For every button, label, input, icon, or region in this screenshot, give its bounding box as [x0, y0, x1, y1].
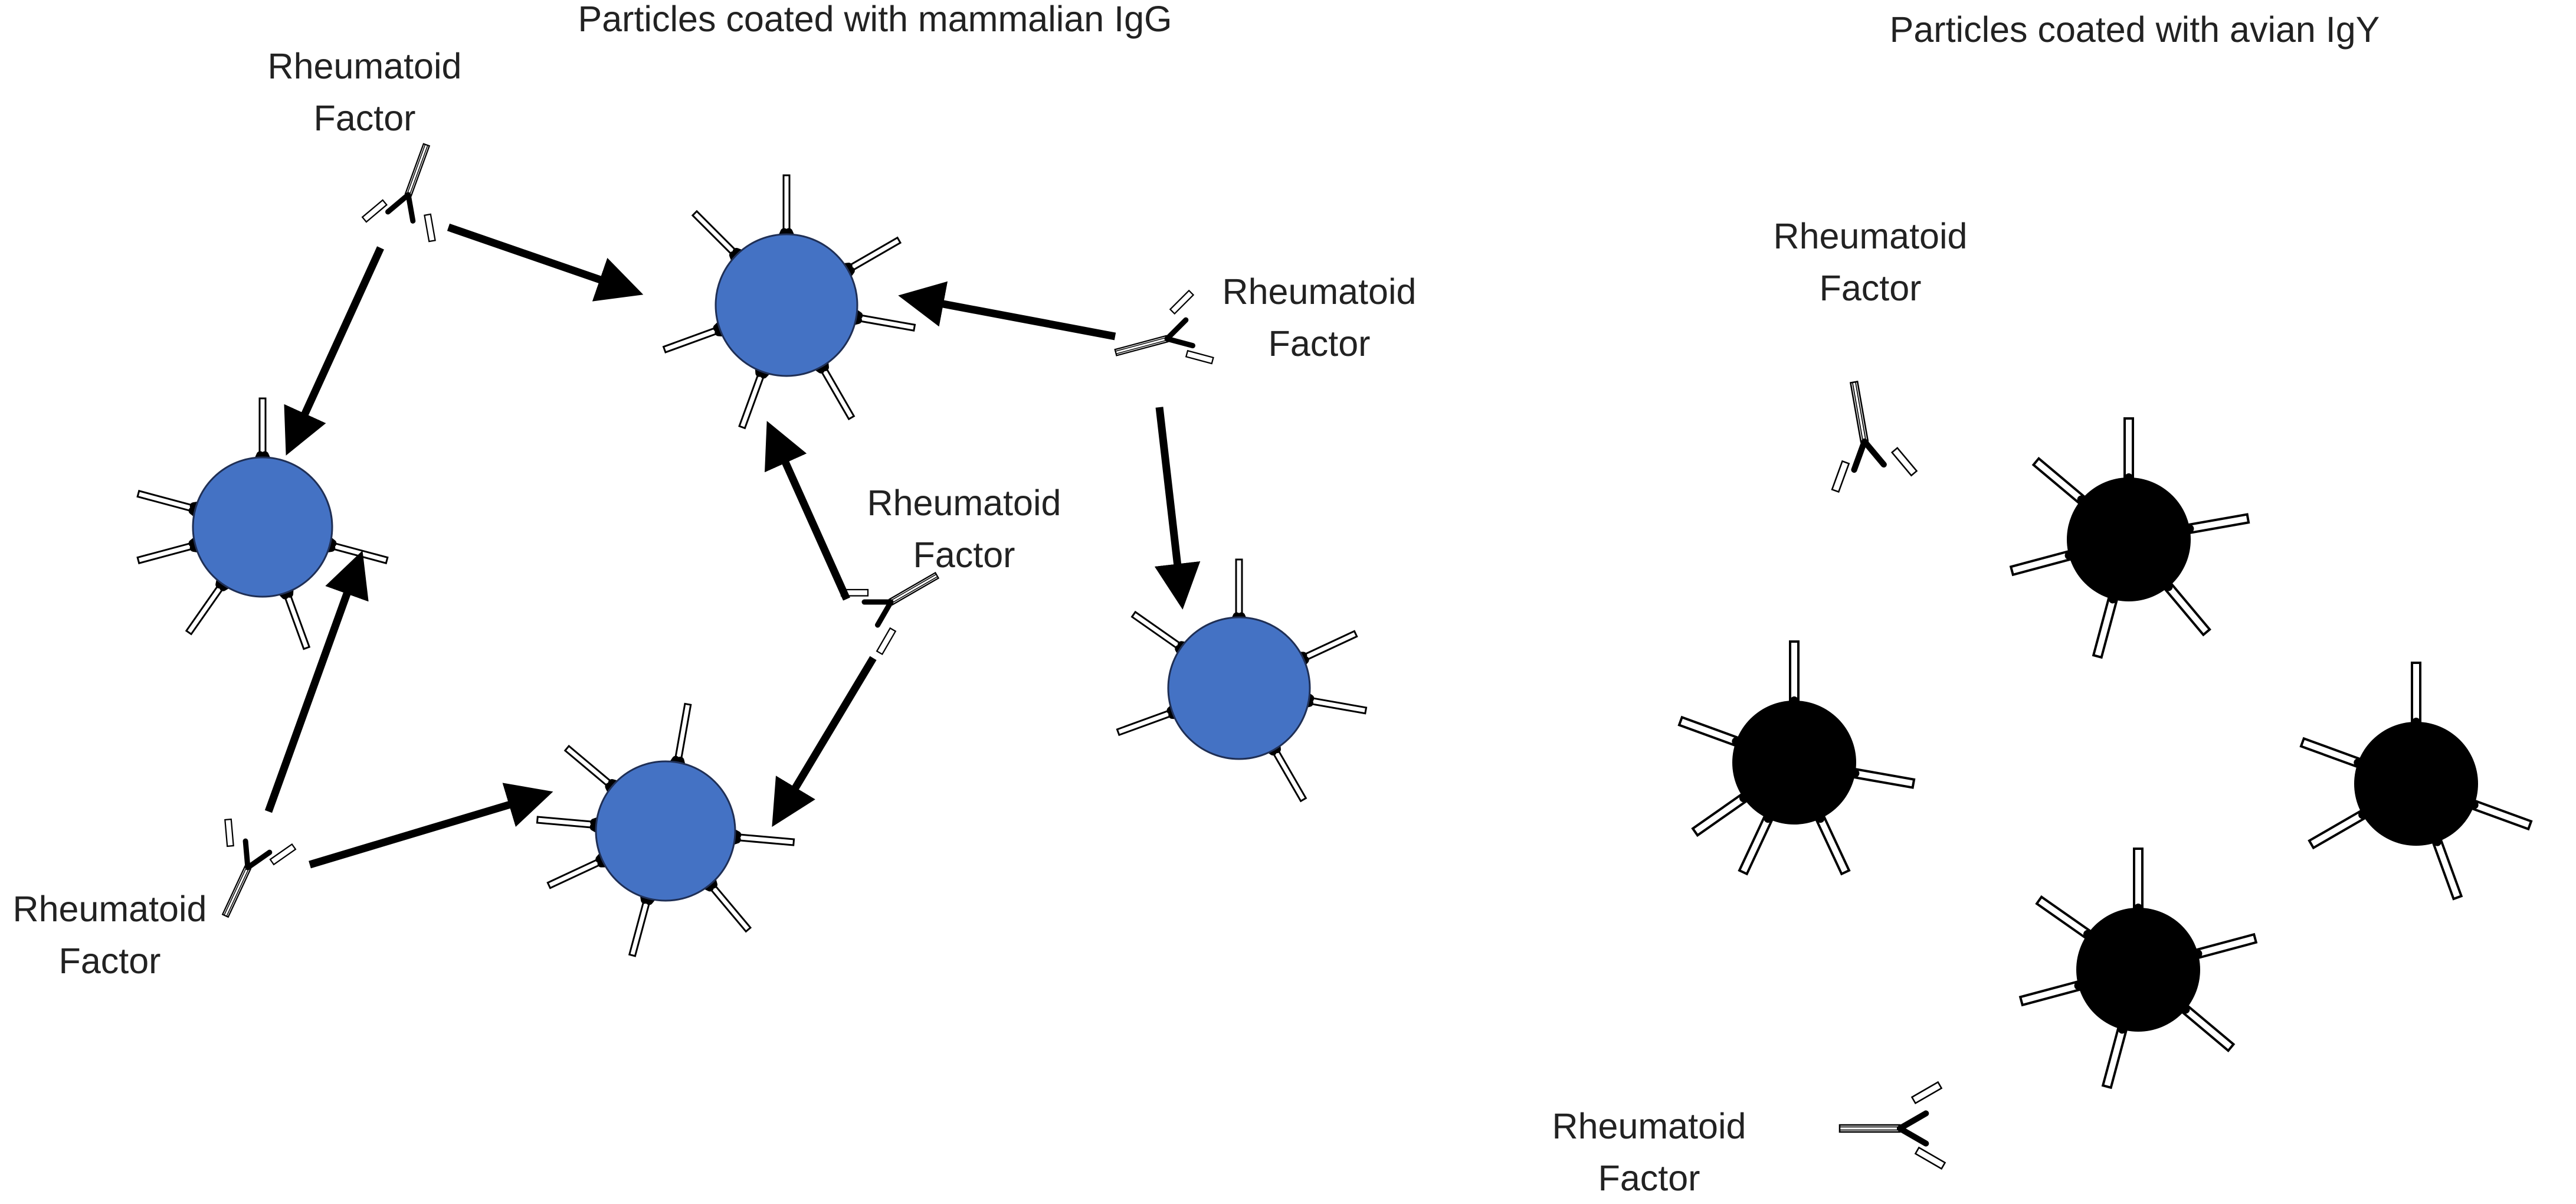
avian-particle-1	[2003, 418, 2254, 666]
mammalian-particle-3	[535, 699, 797, 964]
rheumatoid-factor-antibody-6	[1840, 1082, 1945, 1169]
rf-label-line: Factor	[313, 98, 416, 138]
rf-label-6: Rheumatoid Factor	[1552, 1100, 1746, 1204]
rf-label-line: Rheumatoid	[1773, 216, 1968, 256]
rf-label-line: Factor	[58, 941, 161, 981]
particle-icon	[1167, 616, 1311, 760]
particle-icon	[2067, 477, 2191, 601]
particle-icon	[2076, 908, 2200, 1032]
rf-label-line: Rheumatoid	[12, 889, 207, 929]
particle-icon	[595, 760, 736, 902]
rf-label-5: Rheumatoid Factor	[1774, 210, 1968, 314]
rf-label-line: Rheumatoid	[267, 46, 462, 86]
avian-particle-3	[2290, 663, 2542, 910]
rf-label-2: Rheumatoid Factor	[1223, 266, 1417, 369]
mammalian-particle-1	[654, 175, 920, 438]
mammalian-particle-2	[130, 398, 395, 659]
rf-label-line: Factor	[1598, 1158, 1700, 1198]
rf-label-line: Factor	[1268, 323, 1371, 364]
avian-particle-2	[1668, 642, 1919, 888]
panel-mammalian-igg	[130, 133, 1371, 964]
panel-title-mammalian: Particles coated with mammalian IgG	[578, 0, 1172, 39]
panel-title-avian: Particles coated with avian IgY	[1889, 9, 2380, 50]
rheumatoid-factor-antibody-5	[1814, 374, 1918, 493]
avian-particle-4	[2012, 849, 2264, 1096]
rf-label-line: Rheumatoid	[867, 483, 1061, 523]
arrow-icon	[264, 223, 1201, 869]
rf-label-1: Rheumatoid Factor	[268, 40, 462, 144]
rf-label-line: Rheumatoid	[1222, 271, 1417, 312]
rf-label-line: Factor	[913, 535, 1015, 575]
panel-avian-igy	[1668, 374, 2542, 1169]
rf-label-3: Rheumatoid Factor	[867, 477, 1061, 581]
rheumatoid-factor-antibody-2	[1105, 289, 1215, 387]
particle-icon	[2354, 722, 2478, 846]
particle-icon	[192, 456, 333, 598]
rf-label-4: Rheumatoid Factor	[13, 883, 207, 987]
particle-icon	[715, 233, 858, 377]
particle-icon	[1732, 701, 1856, 825]
rf-label-line: Rheumatoid	[1552, 1106, 1746, 1146]
mammalian-particle-4	[1107, 560, 1371, 816]
rf-label-line: Factor	[1819, 268, 1922, 308]
